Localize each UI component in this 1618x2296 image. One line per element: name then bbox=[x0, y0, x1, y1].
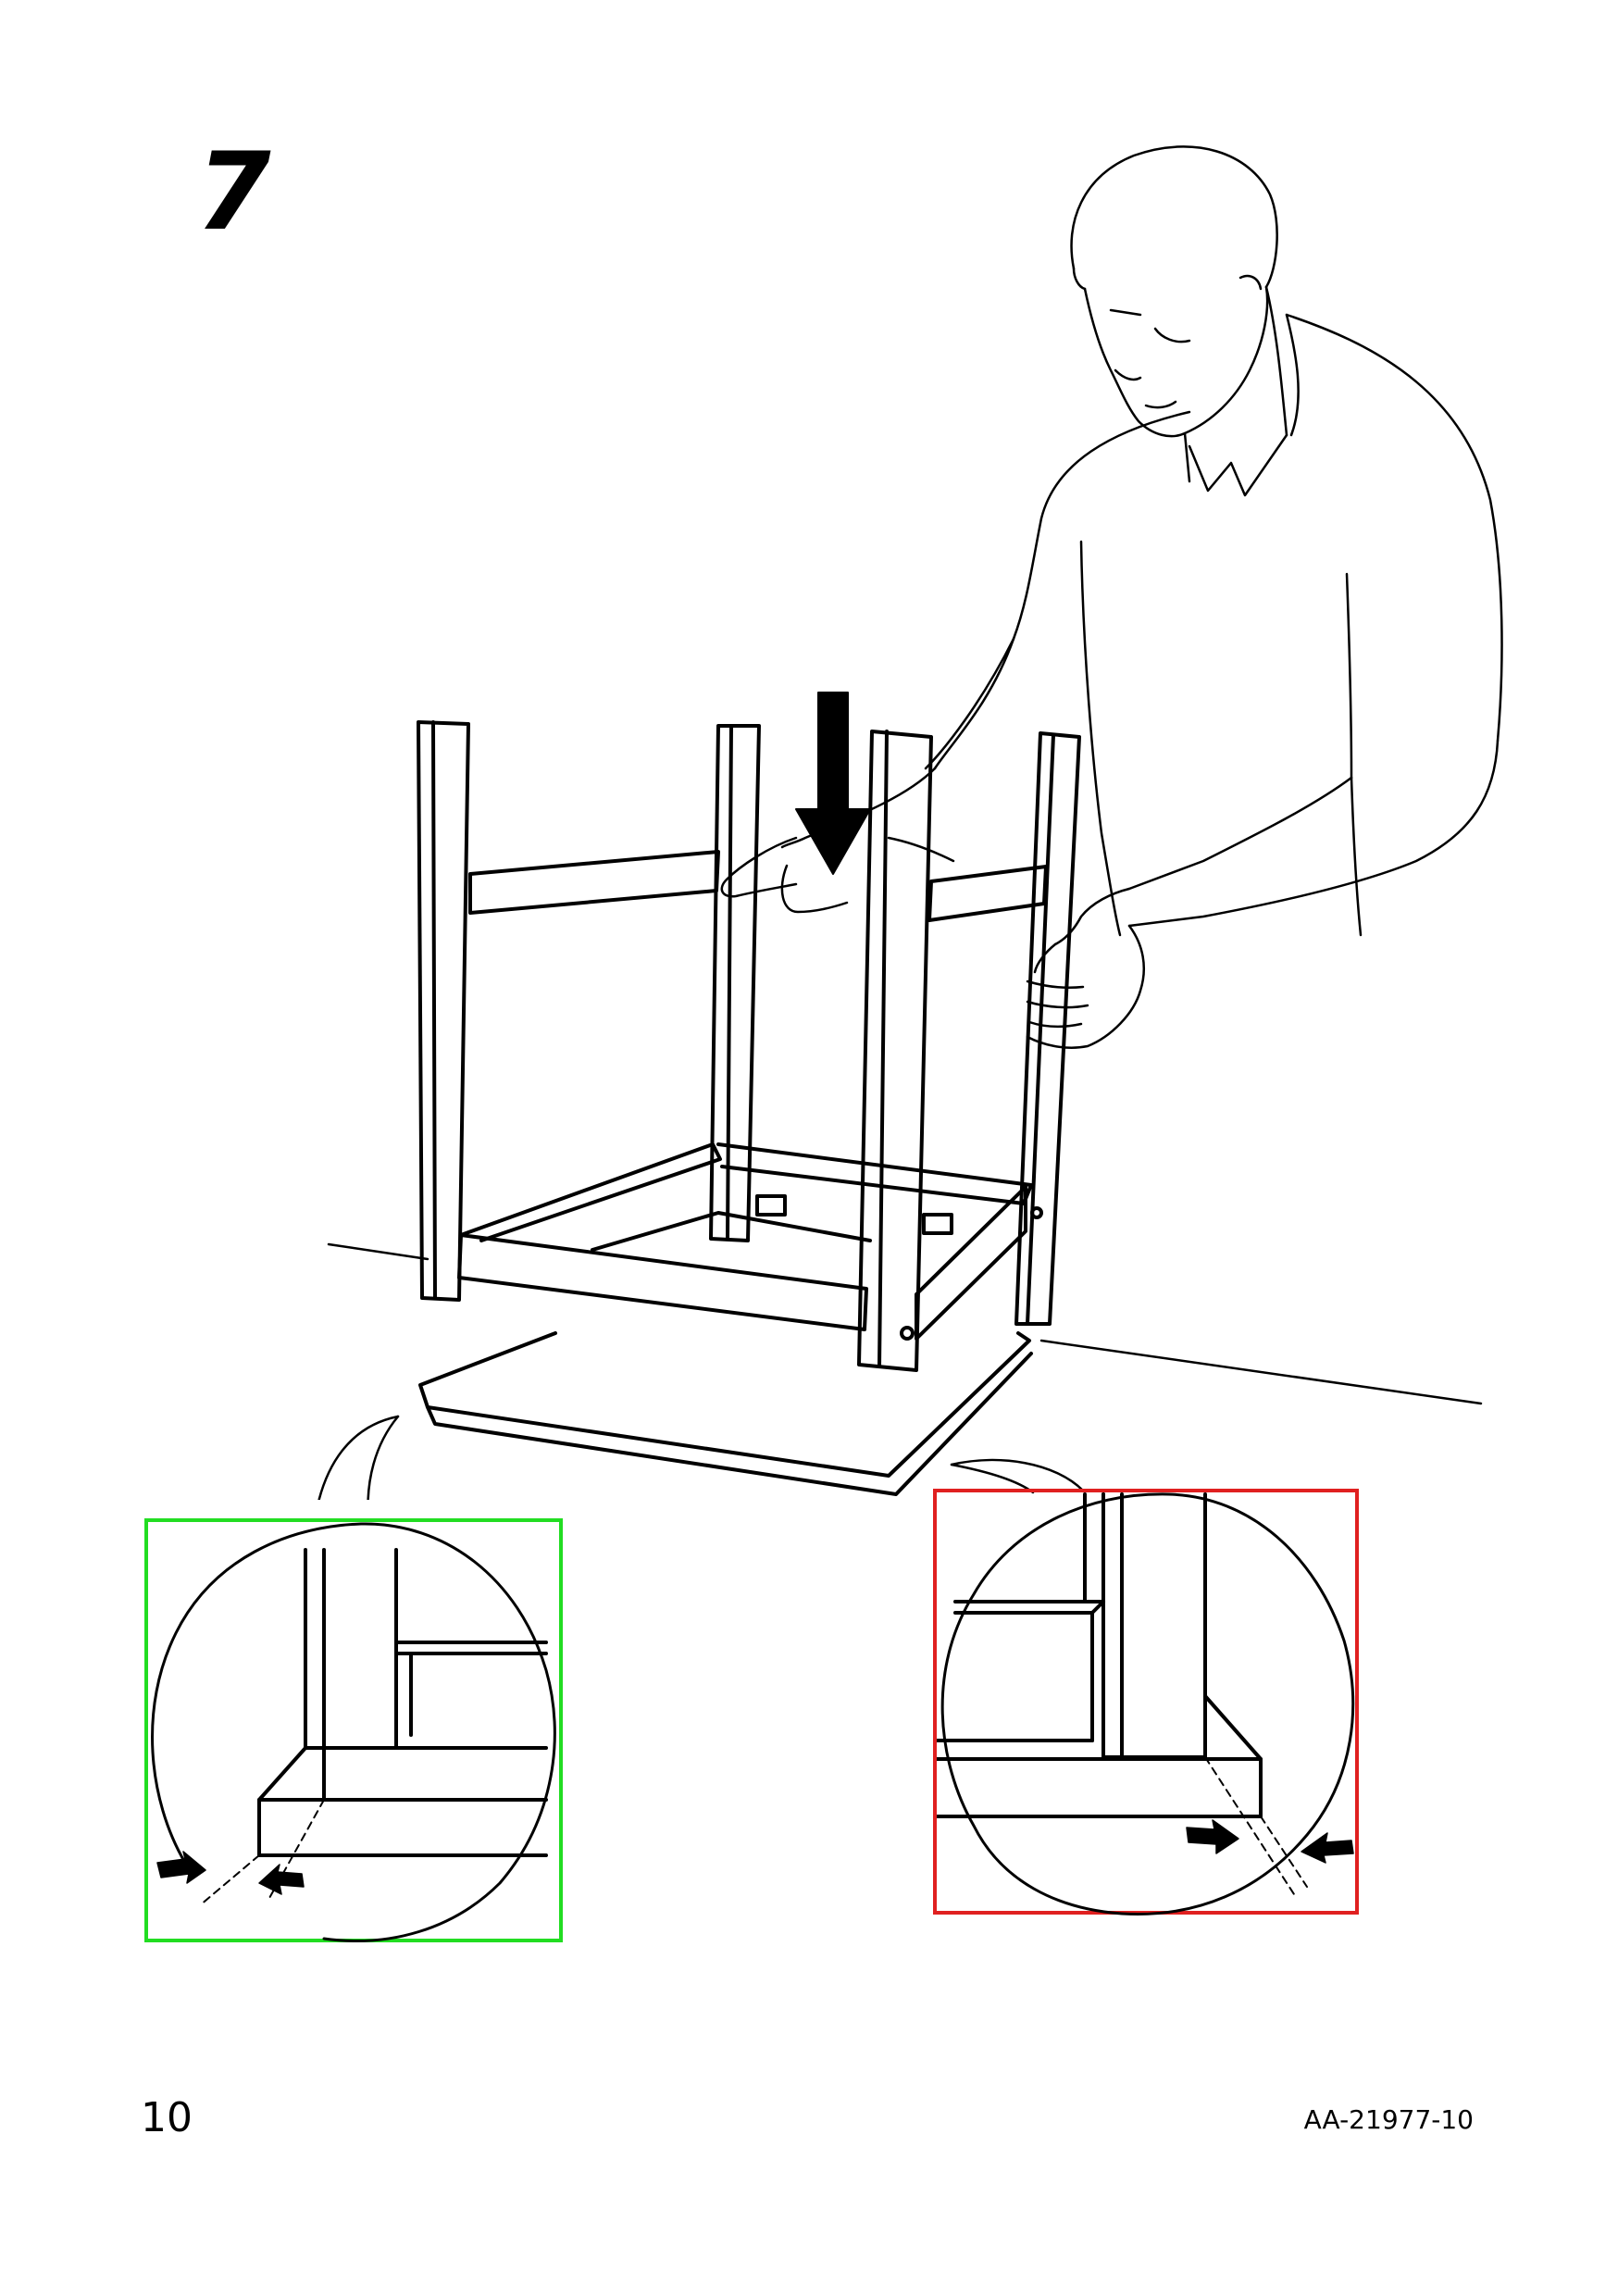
document-code: AA-21977-10 bbox=[1304, 2107, 1474, 2133]
magnified-circle bbox=[942, 1494, 1353, 1915]
wrong-placement-detail bbox=[933, 1489, 1359, 1915]
callout-tails bbox=[315, 1416, 1083, 1500]
man-figure bbox=[722, 146, 1502, 1047]
magnified-circle bbox=[153, 1524, 555, 1941]
seat-board bbox=[420, 1333, 1031, 1494]
leg-detail bbox=[259, 1550, 546, 1855]
table-edge bbox=[329, 1244, 1481, 1404]
correct-placement-detail bbox=[144, 1518, 563, 1942]
inward-arrow-icon bbox=[157, 1852, 304, 1894]
alignment-guides bbox=[200, 1800, 324, 1905]
page-number: 10 bbox=[141, 2098, 193, 2139]
stool-frame bbox=[418, 722, 1079, 1370]
main-illustration bbox=[0, 0, 1618, 1500]
down-arrow-icon bbox=[796, 693, 870, 874]
